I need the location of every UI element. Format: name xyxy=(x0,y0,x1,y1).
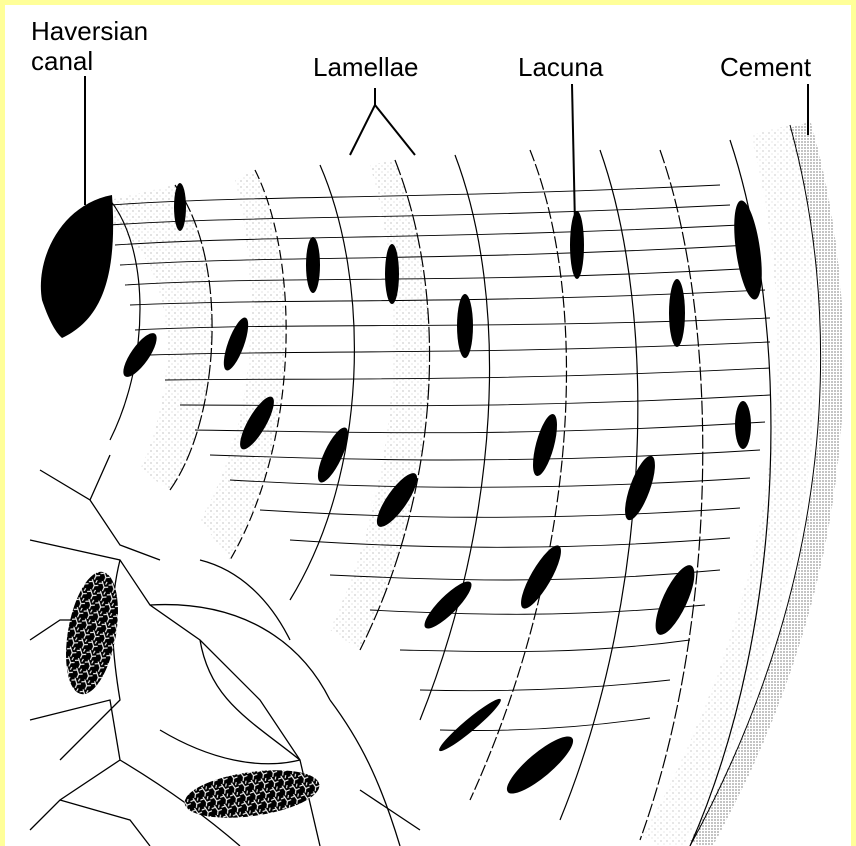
lacuna-cell[interactable] xyxy=(735,401,751,449)
lacuna-cell[interactable] xyxy=(385,244,399,304)
lacuna-cell[interactable] xyxy=(312,424,354,486)
haversian-canal[interactable] xyxy=(41,195,113,338)
label-lacuna: Lacuna xyxy=(518,52,603,82)
lacuna-cell[interactable] xyxy=(729,199,767,301)
label-cement: Cement xyxy=(720,52,811,82)
lacuna-cell[interactable] xyxy=(419,576,477,634)
lacuna-cell[interactable] xyxy=(306,237,320,293)
lamellae-rings xyxy=(110,140,771,846)
leader-lines xyxy=(85,76,808,225)
lacuna-cell[interactable] xyxy=(514,541,567,613)
lacuna-cell[interactable] xyxy=(500,729,580,801)
lamellae-leader-right xyxy=(375,105,415,155)
lacuna-cell[interactable] xyxy=(528,412,562,478)
label-haversian-line2: canal xyxy=(31,46,148,76)
label-haversian-canal: Haversian canal xyxy=(31,16,148,76)
label-lamellae: Lamellae xyxy=(313,52,419,82)
lacuna-cell[interactable] xyxy=(669,279,685,347)
lacuna-cell[interactable] xyxy=(219,315,253,373)
lacuna-cell[interactable] xyxy=(174,183,186,231)
label-haversian-line1: Haversian xyxy=(31,16,148,46)
lamellae-leader-left xyxy=(350,105,375,155)
lacuna-cell[interactable] xyxy=(457,294,473,358)
lacuna-cell[interactable] xyxy=(436,695,505,756)
lacuna-cell[interactable] xyxy=(570,211,584,279)
lacuna-leader xyxy=(572,84,575,225)
marrow-cell xyxy=(58,568,127,698)
